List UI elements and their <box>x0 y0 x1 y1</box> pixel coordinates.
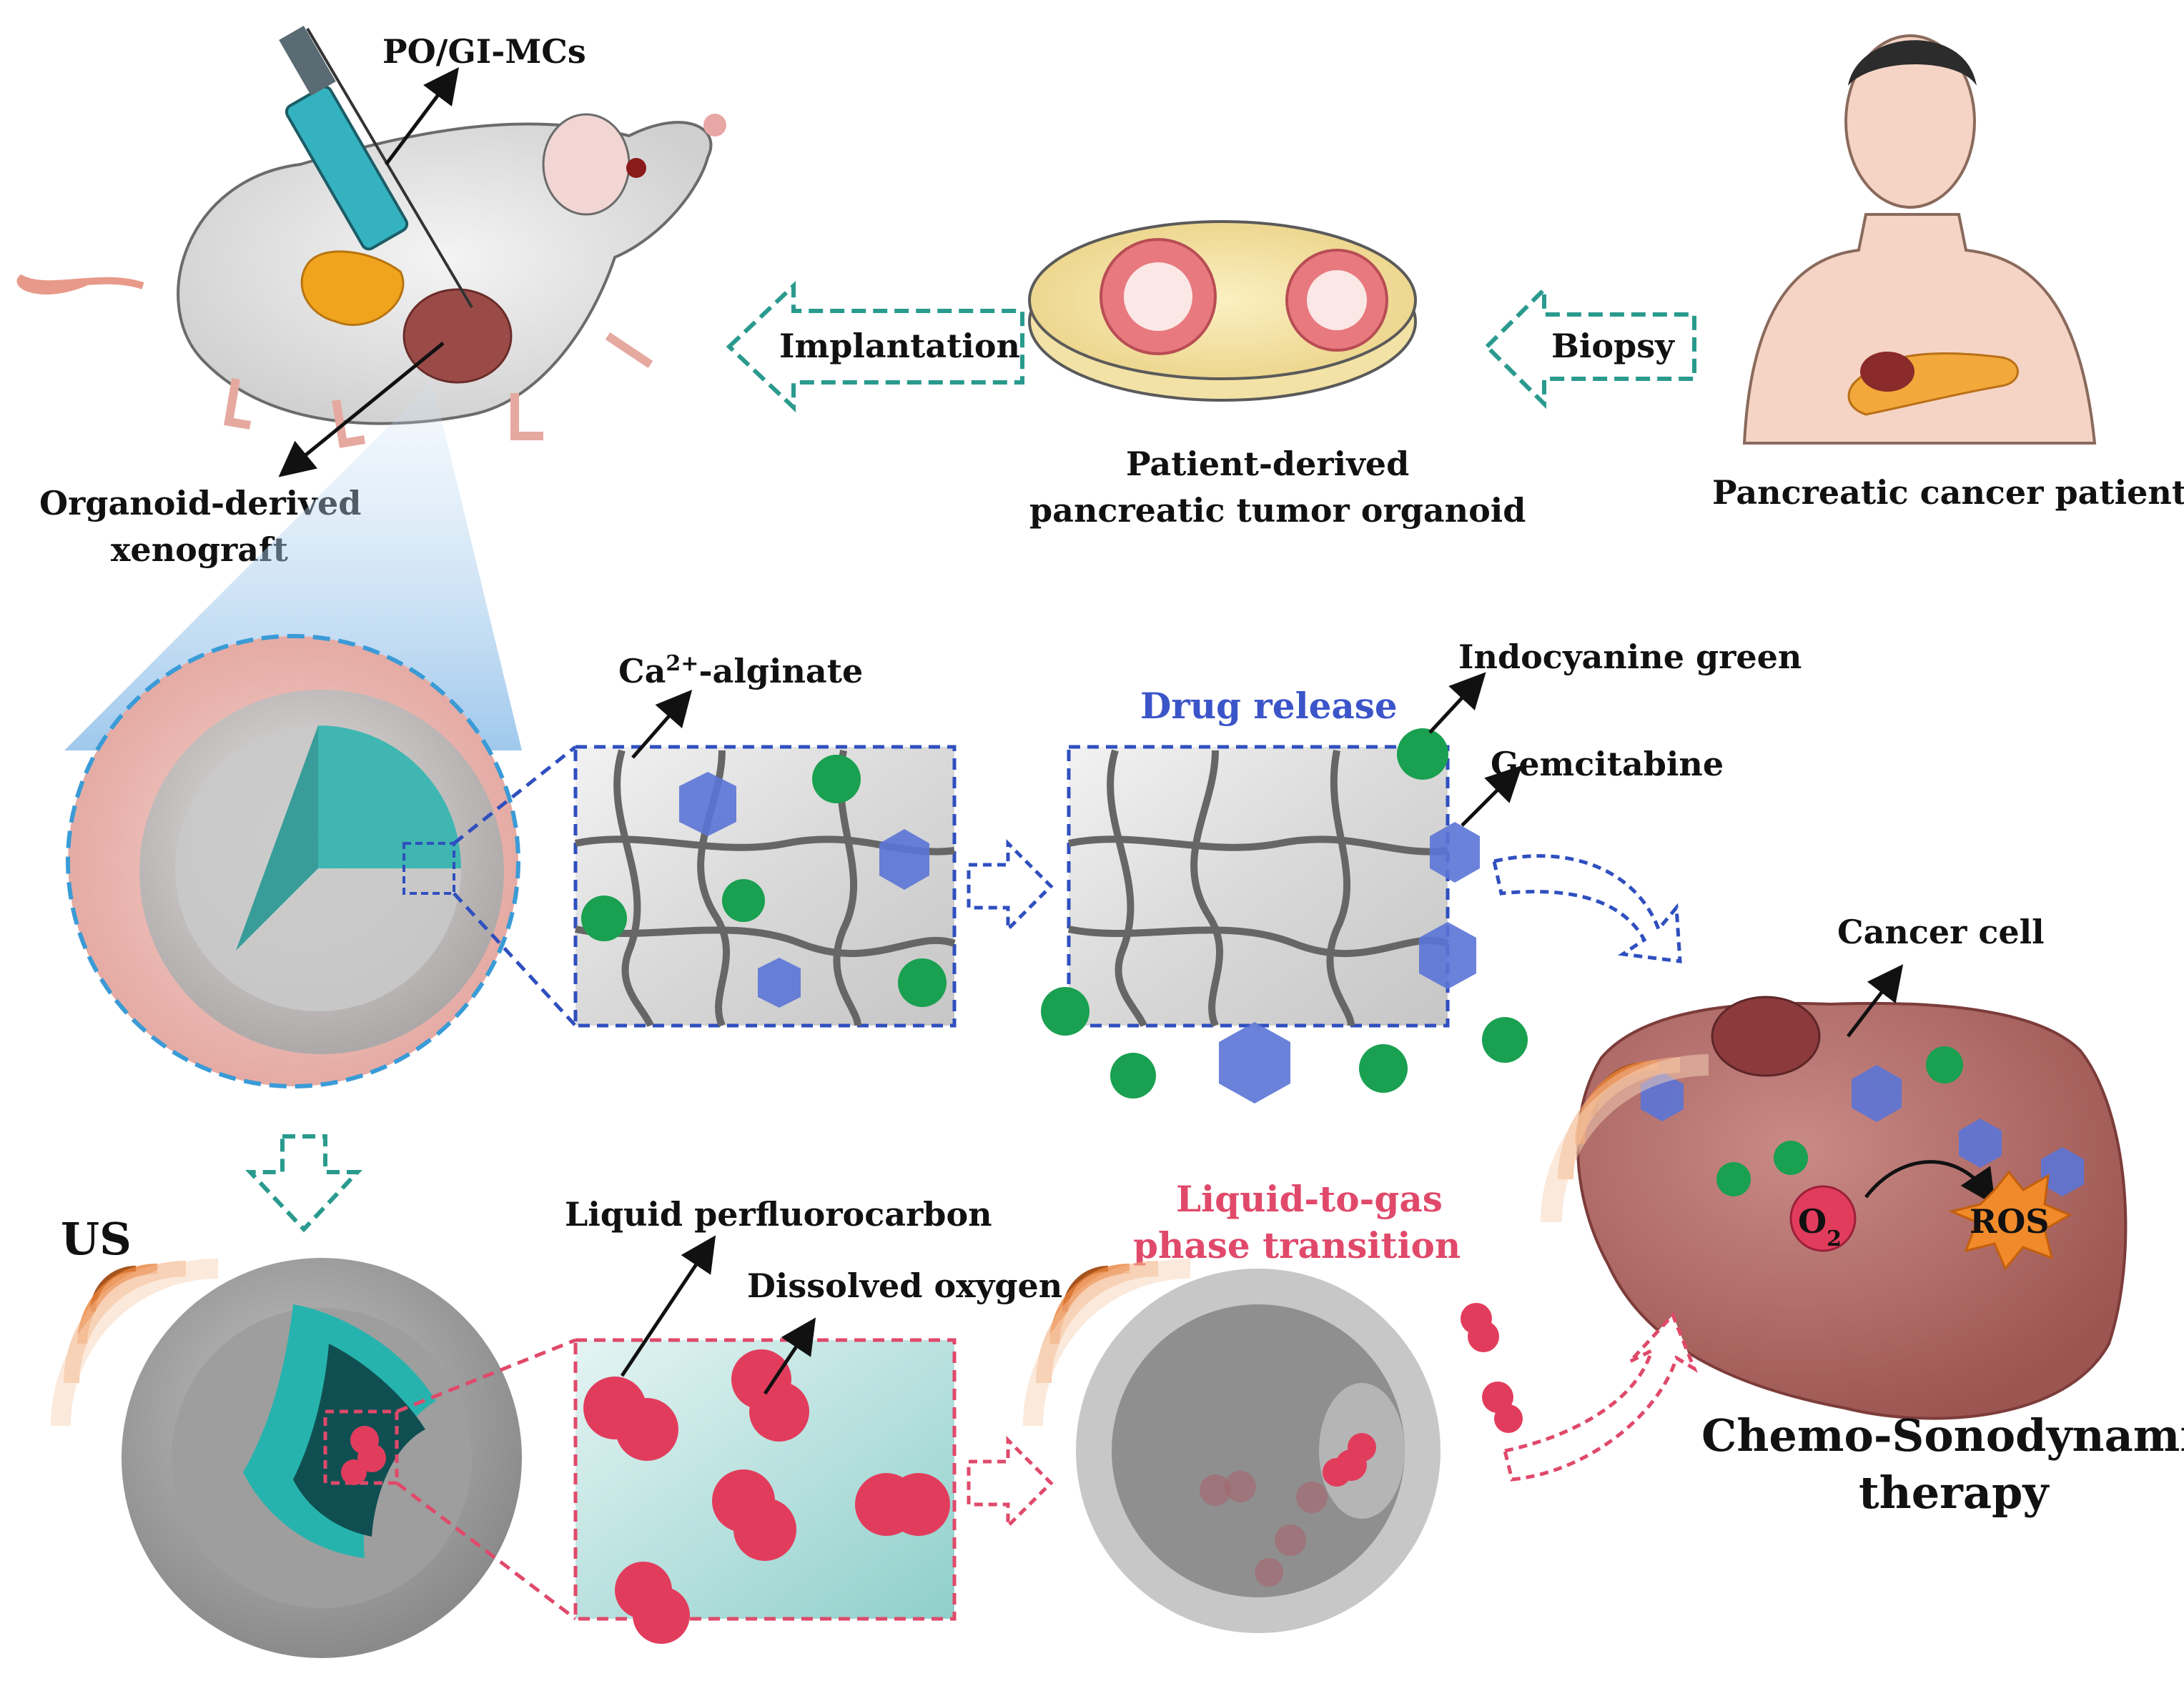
core-cutaway <box>318 725 461 868</box>
organoid-label-line2: pancreatic tumor organoid <box>1029 491 1526 530</box>
oxygen-pair <box>712 1469 796 1561</box>
ultrasound-waves-cell <box>1541 1054 1709 1223</box>
injection-label: PO/GI-MCs <box>382 32 586 71</box>
organoid-1 <box>1100 238 1217 355</box>
nucleus <box>1711 996 1821 1077</box>
gemcitabine-particle <box>758 958 801 1008</box>
icg-particle <box>1926 1046 1963 1083</box>
drug-release-box <box>1067 745 1450 1028</box>
zoom-box-pink <box>323 1409 399 1485</box>
release-arrow <box>967 838 1054 934</box>
escaping-oxygen <box>1461 1303 1523 1433</box>
gemcitabine-particle <box>1219 1022 1290 1104</box>
cancer-cell-label: Cancer cell <box>1837 913 2045 951</box>
xenograft-pointer-arrow <box>278 342 445 477</box>
pancreas-icon <box>1847 352 2019 416</box>
icg-label: Indocyanine green <box>1458 638 1802 676</box>
icg-particle <box>1359 1044 1408 1093</box>
gemcitabine-particle <box>1852 1065 1902 1122</box>
ultrasound-step-arrow <box>245 1134 362 1233</box>
zoom-box <box>402 842 455 895</box>
gemcitabine-particle <box>1430 822 1480 883</box>
zoom-line-bottom-pink <box>395 1482 577 1620</box>
therapy-label-line1: Chemo-Sonodynamic <box>1701 1409 2184 1462</box>
phase-transition-label-line1: Liquid-to-gas <box>1176 1178 1443 1220</box>
organoid-label-line1: Patient-derived <box>1126 445 1409 483</box>
petri-dish-illustration <box>1028 220 1417 402</box>
magnification-cone <box>64 382 522 750</box>
gas-phase-microcapsule <box>1076 1269 1441 1633</box>
cancer-cell-pointer-arrow <box>1847 964 1904 1038</box>
icg-particle <box>1716 1162 1751 1196</box>
biopsy-arrow: Biopsy <box>1483 284 1696 410</box>
injection-pointer-arrow <box>385 67 459 166</box>
organoid-2 <box>1285 249 1388 352</box>
icg-particle <box>1397 728 1448 780</box>
us-label: US <box>61 1213 132 1265</box>
gemcitabine-particle <box>2041 1147 2084 1196</box>
icg-particle <box>1482 1017 1528 1063</box>
zoom-line-top-pink <box>396 1338 576 1414</box>
oxygen-bubble <box>357 1444 386 1472</box>
magnified-microcapsule <box>66 634 520 1088</box>
oxygen-pair <box>615 1562 690 1644</box>
gemcitabine-label: Gemcitabine <box>1491 745 1724 783</box>
phase-transition-arrow <box>967 1435 1054 1531</box>
implantation-label: Implantation <box>779 327 1020 365</box>
cancer-cell-illustration: O2 ROS <box>1576 996 2128 1420</box>
gemcitabine-particle <box>879 829 929 890</box>
perfluorocarbon-box <box>573 1338 957 1644</box>
icg-particle <box>812 755 861 803</box>
gemcitabine-pointer-arrow <box>1461 765 1523 827</box>
patient-illustration <box>1742 34 2097 445</box>
o2-molecule <box>1789 1185 1857 1252</box>
icg-particle <box>722 879 765 922</box>
implantation-arrow: Implantation <box>726 281 1024 412</box>
therapy-label-line2: therapy <box>1859 1467 2050 1519</box>
ultrasound-waves-left <box>51 1259 219 1427</box>
biopsy-label: Biopsy <box>1551 327 1675 365</box>
oxygen-bubble <box>341 1459 367 1485</box>
oxygen-delivery-arrow <box>1502 1311 1699 1482</box>
oxygen-bubble <box>1348 1433 1376 1462</box>
o2-to-ros-arrow <box>1864 1160 1996 1206</box>
icg-pointer-arrow <box>1428 672 1486 734</box>
alginate-label: Ca2+-alginate <box>618 651 863 691</box>
mouse-illustration <box>16 113 726 448</box>
icg-particle <box>898 958 947 1007</box>
o2-label: O2 <box>1798 1202 1842 1251</box>
pfc-label: Liquid perfluorocarbon <box>565 1195 992 1234</box>
patient-label: Pancreatic cancer patient <box>1712 473 2184 512</box>
zoom-line-bottom <box>453 892 577 1027</box>
icg-particle <box>1110 1053 1156 1099</box>
gemcitabine-particle <box>1959 1119 2002 1168</box>
icg-particle <box>1041 987 1089 1036</box>
ros-burst <box>1948 1170 2072 1271</box>
pfc-pointer-arrow <box>620 1235 716 1377</box>
syringe-icon <box>279 26 473 309</box>
drug-release-label: Drug release <box>1140 685 1398 727</box>
delivery-arrow <box>1492 854 1682 963</box>
gemcitabine-particle <box>1419 922 1476 989</box>
oxygen-pair <box>855 1473 950 1536</box>
oxygen-bubble <box>1323 1458 1351 1487</box>
icg-particle <box>1774 1141 1808 1175</box>
microcapsule-cutaway <box>122 1258 522 1658</box>
alginate-network-box <box>573 745 957 1028</box>
ros-label: ROS <box>1970 1202 2050 1241</box>
gemcitabine-particle <box>679 772 736 836</box>
oxygen-pair <box>731 1349 809 1442</box>
dissolved-oxygen-pointer-arrow <box>763 1317 816 1395</box>
zoom-line-top <box>453 745 577 845</box>
dissolved-oxygen-label: Dissolved oxygen <box>747 1266 1062 1305</box>
oxygen-pair <box>583 1377 678 1461</box>
alginate-pointer-arrow <box>631 689 693 759</box>
ultrasound-waves-bubble <box>1023 1259 1191 1427</box>
icg-particle <box>581 896 627 941</box>
